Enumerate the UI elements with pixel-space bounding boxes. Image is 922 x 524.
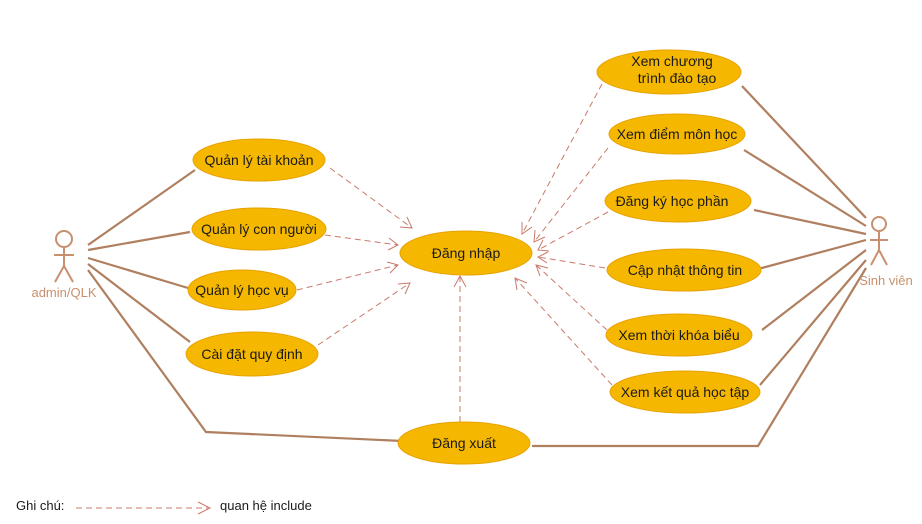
assoc-admin-quan-ly-con-nguoi: [87, 230, 191, 252]
use-case-label: Quản lý con người: [201, 221, 317, 237]
use-case-ellipse: [192, 138, 326, 182]
use-case-cai-dat-quy-dinh: Cài đặt quy định: [185, 331, 319, 377]
stick-figure-icon: [870, 216, 888, 266]
include-kq: [514, 277, 613, 386]
use-case-dang-ky: Đăng ký học phần: [604, 179, 752, 223]
student-associations: [532, 85, 867, 448]
use-case-label: Xem điểm môn học: [617, 126, 738, 142]
assoc-student-xem-kq: [759, 259, 867, 386]
include-chuong-trinh: [521, 83, 603, 235]
use-case-xem-chuong-trinh: Xem chương trình đào tạo: [596, 49, 742, 95]
assoc-student-dang-ky: [753, 208, 867, 236]
legend-meaning: quan hệ include: [220, 498, 312, 513]
legend-arrowhead-icon: [197, 501, 212, 515]
assoc-student-cap-nhat: [757, 238, 867, 271]
assoc-admin-dang-xuat: [87, 269, 403, 443]
use-case-ellipse: [606, 248, 762, 292]
include-cap-nhat: [537, 256, 606, 269]
use-case-dang-nhap: Đăng nhập: [399, 230, 533, 276]
include-diem-arrowhead: [533, 229, 546, 243]
include-tai-khoan-arrowhead: [399, 216, 413, 229]
include-quy-dinh: [317, 282, 411, 346]
use-case-ellipse: [608, 113, 746, 155]
include-tkb: [535, 264, 608, 331]
use-case-label: Xem chương trình đào tạo: [631, 53, 716, 86]
legend-prefix: Ghi chú:: [16, 498, 64, 513]
include-hoc-vu-arrowhead: [386, 261, 399, 274]
use-case-quan-ly-hoc-vu: Quản lý học vụ: [187, 269, 297, 311]
use-case-label: Xem thời khóa biểu: [618, 327, 739, 343]
actor-label: admin/QLK: [31, 285, 96, 300]
assoc-student-xem-diem: [743, 149, 867, 227]
assoc-student-xem-tkb: [761, 249, 867, 331]
use-case-ellipse: [399, 230, 533, 276]
use-case-xem-kq: Xem kết quả học tập: [609, 370, 761, 414]
stick-figure-icon: [54, 230, 74, 283]
include-quy-dinh-arrowhead: [397, 282, 411, 295]
include-kq-arrowhead: [514, 277, 528, 291]
use-case-label: Cập nhật thông tin: [628, 262, 742, 278]
use-case-ellipse: [609, 370, 761, 414]
use-case-ellipse: [187, 269, 297, 311]
assoc-admin-quan-ly-tai-khoan: [87, 169, 196, 246]
use-case-ellipse: [604, 179, 752, 223]
include-hoc-vu: [296, 264, 399, 291]
assoc-admin-cai-dat-quy-dinh: [87, 263, 191, 343]
actor-student: Sinh viên: [859, 216, 913, 288]
use-case-cap-nhat: Cập nhật thông tin: [606, 248, 762, 292]
use-case-label: Cài đặt quy định: [201, 346, 302, 362]
use-case-quan-ly-con-nguoi: Quản lý con người: [191, 207, 327, 251]
use-case-dang-xuat: Đăng xuất: [397, 421, 531, 465]
use-case-label: Xem kết quả học tập: [621, 384, 750, 400]
use-case-label: Đăng xuất: [432, 435, 496, 451]
include-con-nguoi-arrowhead: [387, 237, 399, 251]
use-case-ellipse: [185, 331, 319, 377]
include-con-nguoi: [324, 234, 399, 246]
include-chuong-trinh-arrowhead: [521, 222, 533, 235]
assoc-student-dang-xuat: [532, 267, 867, 448]
admin-associations: [87, 169, 403, 443]
use-case-ellipse: [605, 313, 753, 357]
use-case-label: Đăng nhập: [432, 245, 501, 261]
include-dang-xuat-arrowhead: [453, 274, 467, 288]
assoc-student-xem-chuong-trinh: [741, 85, 867, 219]
include-dang-ky-arrowhead: [537, 239, 550, 252]
include-tkb-arrowhead: [535, 264, 549, 277]
include-dang-ky: [537, 211, 609, 251]
include-tai-khoan: [329, 167, 413, 229]
use-case-label: Quản lý tài khoản: [205, 152, 314, 168]
assoc-admin-quan-ly-hoc-vu: [87, 256, 189, 290]
include-diem: [533, 147, 609, 243]
use-case-ellipse: [397, 421, 531, 465]
use-case-ellipse: [191, 207, 327, 251]
actor-admin: admin/QLK: [31, 230, 97, 300]
include-cap-nhat-arrowhead: [537, 251, 549, 264]
use-case-xem-diem: Xem điểm môn học: [608, 113, 746, 155]
use-case-ellipse: [596, 49, 742, 95]
actor-label: Sinh viên: [859, 273, 912, 288]
legend: Ghi chú: quan hệ include: [16, 498, 312, 515]
use-case-label: Quản lý học vụ: [195, 282, 288, 298]
include-relations: [296, 83, 613, 422]
use-case-label: Đăng ký học phần: [616, 193, 729, 209]
use-case-quan-ly-tai-khoan: Quản lý tài khoản: [192, 138, 326, 182]
use-case-xem-tkb: Xem thời khóa biểu: [605, 313, 753, 357]
